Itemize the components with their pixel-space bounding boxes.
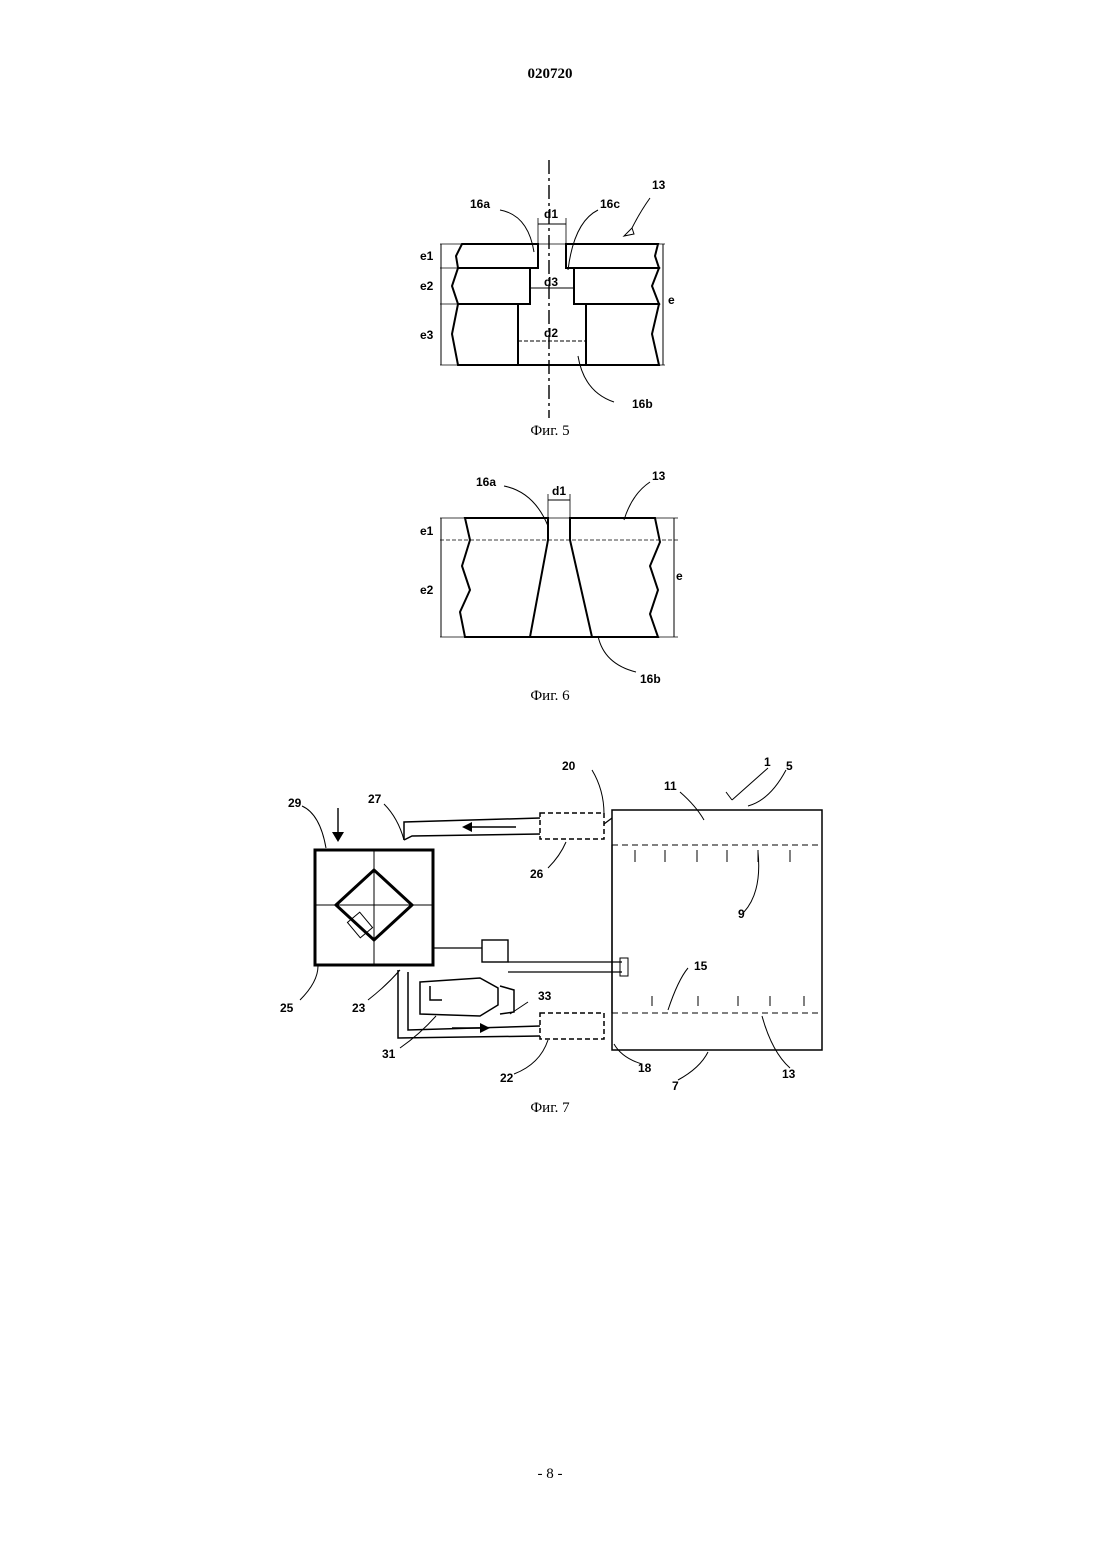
fig5-label-16b: 16b (632, 397, 653, 411)
page-number: - 8 - (0, 1466, 1100, 1483)
fig5-caption: Фиг. 5 (0, 423, 1100, 440)
upper-coupling (540, 813, 604, 839)
layer-e3 (452, 304, 518, 365)
figure-7: 1 5 11 20 27 29 26 9 15 33 25 23 31 22 1… (280, 755, 822, 1093)
fig7-caption: Фиг. 7 (0, 1100, 1100, 1117)
lower-coupling (540, 1013, 604, 1039)
fig6-label-e1: e1 (420, 524, 434, 538)
fig7-label-27: 27 (368, 792, 382, 806)
fig7-label-7: 7 (672, 1079, 679, 1093)
fig5-label-d3: d3 (544, 275, 558, 289)
fig7-label-20: 20 (562, 759, 576, 773)
fig6-caption: Фиг. 6 (0, 688, 1100, 705)
figure-5: 13 16a 16c d1 d3 d2 e1 e2 e3 e 16b (420, 160, 675, 418)
layer-e2 (452, 268, 530, 304)
fig6-block-right (570, 518, 660, 637)
fig5-label-d2: d2 (544, 326, 558, 340)
figure-6: 16a d1 13 e1 e2 e 16b (420, 469, 683, 686)
fig6-label-e2: e2 (420, 583, 434, 597)
layer-e1-right (566, 244, 659, 268)
fig5-label-e: e (668, 293, 675, 307)
fig7-label-22: 22 (500, 1071, 514, 1085)
flow-arrows-lower (652, 996, 804, 1006)
fig7-label-18: 18 (638, 1061, 652, 1075)
fan-unit (420, 978, 498, 1016)
fig7-label-25: 25 (280, 1001, 294, 1015)
layer-e3-right (586, 304, 659, 365)
fig6-label-16b: 16b (640, 672, 661, 686)
fig6-label-13: 13 (652, 469, 666, 483)
fig5-label-e1: e1 (420, 249, 434, 263)
fig7-label-29: 29 (288, 796, 302, 810)
fig5-label-13: 13 (652, 178, 666, 192)
fig7-label-23: 23 (352, 1001, 366, 1015)
fig6-label-e: e (676, 569, 683, 583)
fig7-label-31: 31 (382, 1047, 396, 1061)
fig5-label-16a: 16a (470, 197, 490, 211)
fig7-label-1: 1 (764, 755, 771, 769)
flow-arrows-upper (635, 850, 790, 862)
fig5-label-e3: e3 (420, 328, 434, 342)
layer-e2-right (574, 268, 659, 304)
controller-box (482, 940, 508, 962)
fig6-label-d1: d1 (552, 484, 566, 498)
container (612, 810, 822, 1050)
fig6-label-16a: 16a (476, 475, 496, 489)
fig7-label-15: 15 (694, 959, 708, 973)
fig7-label-26: 26 (530, 867, 544, 881)
fig7-label-11: 11 (664, 779, 677, 793)
fig5-label-16c: 16c (600, 197, 620, 211)
fig7-label-5: 5 (786, 759, 793, 773)
fig6-block-left (460, 518, 548, 637)
fig5-label-e2: e2 (420, 279, 434, 293)
layer-e1 (456, 244, 538, 268)
fig7-label-33: 33 (538, 989, 552, 1003)
fig7-label-13: 13 (782, 1067, 796, 1081)
fig5-label-d1: d1 (544, 207, 558, 221)
fig7-label-9: 9 (738, 907, 745, 921)
